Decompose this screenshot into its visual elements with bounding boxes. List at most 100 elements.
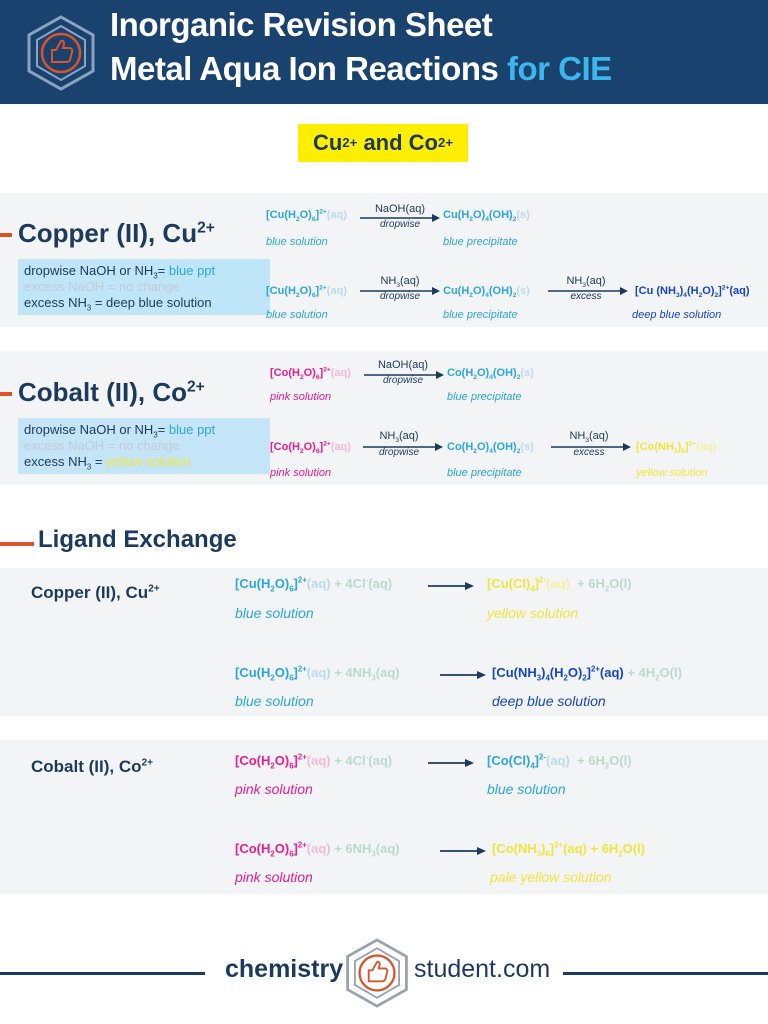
formula-sup: 2+ (297, 575, 307, 585)
product-label: pale yellow solution (490, 869, 612, 885)
formula-sup: 2+ (554, 840, 564, 850)
formula-part: [Cu(H (235, 576, 271, 591)
reagent-part: NH (566, 275, 583, 287)
copper-title: Copper (II), Cu2+ (18, 218, 215, 249)
formula-part: Cu(H (443, 285, 470, 297)
formula-sub: 6 (311, 292, 316, 300)
subtitle-accent: for CIE (507, 50, 612, 87)
state-symbol: (aq) (326, 209, 347, 221)
ligand-cu2-product: [Cu(NH3)4(H2O)2]2+(aq) + 4H2O(l) (492, 664, 682, 683)
formula-part: O) (274, 665, 290, 680)
state-symbol: (s) (520, 367, 534, 379)
formula-sub: 2 (295, 216, 300, 224)
reagent-part: NH (379, 430, 396, 442)
formula-part: O) (472, 209, 486, 221)
formula-sub: 2 (295, 292, 300, 300)
formula-sub: 2 (270, 849, 275, 859)
ligand-exchange-title: Ligand Exchange (38, 526, 237, 553)
formula-sub: 2 (270, 761, 275, 771)
arrow-condition: dropwise (379, 219, 421, 230)
state-symbol: (aq) (375, 841, 400, 856)
formula-sup: 2+ (319, 284, 327, 292)
info-text: excess NH (24, 454, 87, 469)
formula-sub: 2 (512, 292, 517, 300)
formula-sup: 2- (539, 575, 546, 585)
formula-sub: 2 (270, 673, 275, 683)
reactant-label: blue solution (235, 693, 314, 709)
arrow-reagent: NaOH(aq) (374, 203, 426, 215)
formula-part: [Co(NH (492, 841, 537, 856)
formula-part: ) (541, 841, 546, 856)
reagent-sub: 3 (396, 282, 400, 290)
info-sub: 3 (153, 430, 158, 440)
reactant-label: pink solution (270, 467, 332, 479)
formula-part: O) (299, 285, 312, 297)
footer-brand-left: chemistry (225, 955, 344, 983)
footer-rule-right (563, 972, 768, 975)
formula-part: O) (274, 753, 290, 768)
info-line: excess NH3 = deep blue solution (24, 295, 264, 312)
formula-sub: 6 (289, 761, 294, 771)
arrow-reagent: NaOH(aq) (377, 359, 429, 371)
formula-sub: 3 (536, 673, 542, 683)
formula-sub: 4 (485, 292, 489, 300)
reaction-arrow-icon (548, 287, 628, 295)
formula-sub: 6 (545, 849, 550, 859)
formula-part: ) (679, 285, 684, 297)
formula-sup: 2+ (591, 664, 600, 674)
arrow-condition: dropwise (379, 291, 421, 302)
formula-part: ] (534, 753, 540, 768)
info-line: dropwise NaOH or NH3= blue ppt (24, 263, 264, 280)
formula-part: (H (686, 285, 699, 297)
footer-rule-left (0, 972, 205, 975)
arrow-reagent: NH3(aq) (553, 430, 625, 444)
formula-part: O) (476, 367, 490, 379)
pill-text-co: and Co (357, 130, 438, 155)
formula-part: ] (315, 285, 320, 297)
formula-part: (OH) (488, 209, 513, 221)
arrow-condition: dropwise (378, 447, 420, 458)
formula-sub: 2 (563, 673, 568, 683)
formula-part: [Co(H (270, 441, 300, 453)
formula-part: O) (274, 576, 290, 591)
formula-part: ] (549, 841, 555, 856)
formula-sub: 3 (371, 849, 376, 859)
formula-part: O(l) (609, 576, 632, 591)
formula-part: [Co(H (270, 367, 300, 379)
formula-part: ] (586, 665, 591, 680)
formula-part: + 6NH (330, 841, 372, 856)
formula-sub: 4 (545, 673, 550, 683)
ligand-cobalt-title: Cobalt (II), Co2+ (31, 757, 153, 777)
cobalt-title-sup: 2+ (186, 378, 205, 396)
formula-part: + 4NH (330, 665, 372, 680)
reaction-arrow-icon (360, 287, 440, 295)
product-label: blue solution (487, 781, 566, 797)
formula-sub: 3 (673, 448, 678, 456)
copper-r2-reactant: [Cu(H2O)6]2+(aq) (266, 284, 347, 300)
formula-part: ] (293, 841, 298, 856)
formula-sub: 2 (516, 374, 521, 382)
copper-r1-product: Cu(H2O)4(OH)2(s) (443, 209, 530, 223)
state-symbol: (aq) (599, 665, 624, 680)
info-text: = deep blue solution (91, 295, 212, 310)
cobalt-r2-final-product: [Co(NH3)6]2+(aq) (636, 440, 716, 456)
copper-title-sup: 2+ (197, 219, 215, 237)
reaction-arrow-icon (428, 582, 474, 590)
section-marker (0, 392, 12, 396)
formula-sup: 2+ (688, 440, 697, 448)
formula-part: O) (472, 285, 486, 297)
formula-part: [Cu(NH (492, 665, 537, 680)
cobalt-r1-reactant: [Co(H2O)6]2+(aq) (270, 366, 351, 381)
state-symbol: (aq) (545, 576, 570, 591)
formula-part: [Co(Cl) (487, 753, 531, 768)
formula-sub: 2 (469, 292, 473, 300)
state-symbol: (aq) (375, 665, 400, 680)
formula-part: ] (684, 441, 689, 453)
arrow-condition: excess (570, 291, 602, 302)
state-symbol: (aq) (306, 841, 331, 856)
formula-sup: 2+ (323, 366, 331, 374)
formula-part: O(l) (659, 665, 682, 680)
info-line: excess NaOH = no change (24, 279, 180, 294)
reaction-arrow-icon (364, 371, 444, 379)
